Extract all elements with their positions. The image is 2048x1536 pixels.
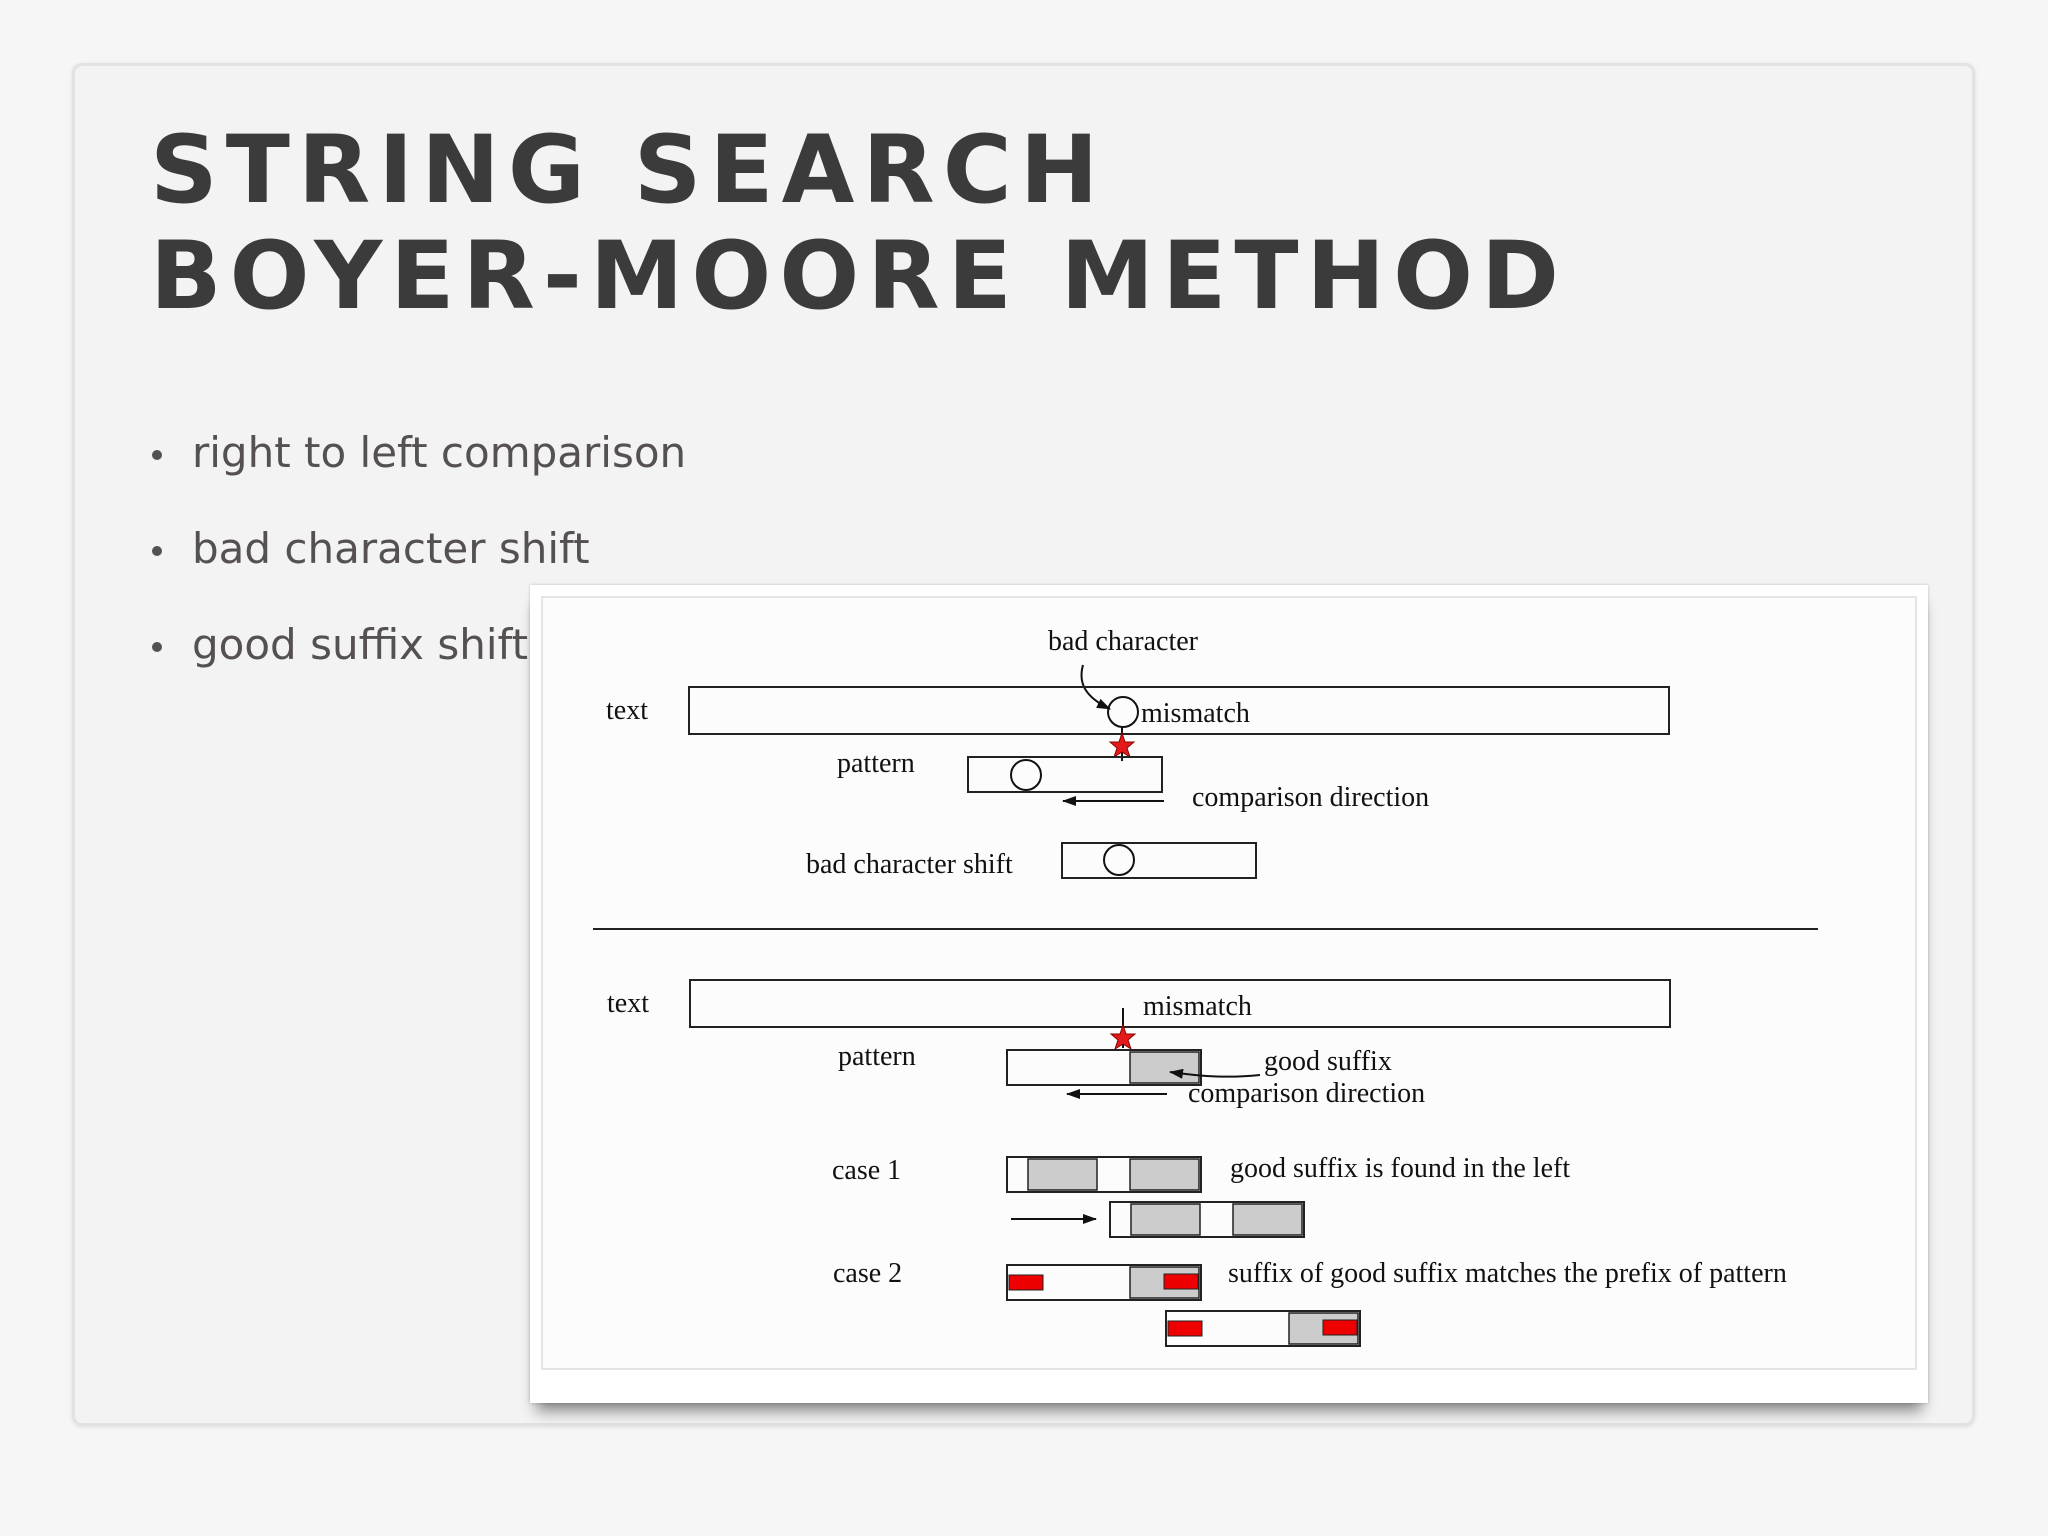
top-text-box xyxy=(688,686,1670,735)
slide-title: STRING SEARCH BOYER-MOORE METHOD xyxy=(150,118,1567,330)
diagram-svg: bad character text mismatch pattern comp… xyxy=(541,596,1917,1370)
figure-border xyxy=(541,596,1917,1370)
bad-character-shift-label: bad character shift xyxy=(806,849,1013,880)
bullet-bad-character-shift: bad character shift xyxy=(150,516,686,612)
good-suffix-block xyxy=(1129,1051,1200,1084)
bullet-list: right to left comparison bad character s… xyxy=(150,420,686,708)
top-mismatch-star-icon xyxy=(1108,731,1136,759)
case2-pattern-box xyxy=(1006,1264,1202,1301)
case1-label: case 1 xyxy=(832,1155,901,1186)
case1-shifted-right-block xyxy=(1232,1203,1303,1236)
case1-shifted-box xyxy=(1109,1201,1305,1238)
case1-left-occurrence xyxy=(1027,1158,1098,1191)
bottom-mismatch-star-icon xyxy=(1109,1023,1137,1051)
bottom-pattern-label: pattern xyxy=(838,1041,916,1072)
bottom-mismatch-label: mismatch xyxy=(1143,991,1252,1022)
case1-good-suffix xyxy=(1129,1158,1200,1191)
title-line-1: STRING SEARCH xyxy=(150,116,1107,225)
bottom-text-label: text xyxy=(607,988,649,1019)
case2-description: suffix of good suffix matches the prefix… xyxy=(1228,1258,1787,1289)
case2-shifted-suffix-part xyxy=(1322,1319,1358,1336)
shifted-pattern-box xyxy=(1061,842,1257,879)
top-comparison-direction-label: comparison direction xyxy=(1192,782,1429,813)
shifted-pattern-circle xyxy=(1103,844,1135,876)
case2-shifted-prefix xyxy=(1167,1320,1203,1337)
top-mismatch-label: mismatch xyxy=(1141,698,1250,729)
title-line-2: BOYER-MOORE METHOD xyxy=(150,222,1568,331)
boyer-moore-diagram: bad character text mismatch pattern comp… xyxy=(530,585,1928,1403)
bottom-comparison-direction-label: comparison direction xyxy=(1188,1078,1425,1109)
top-pattern-box xyxy=(967,756,1163,793)
bottom-text-box xyxy=(689,979,1671,1028)
case2-shifted-box xyxy=(1165,1310,1361,1347)
good-suffix-label: good suffix xyxy=(1264,1046,1392,1077)
top-text-label: text xyxy=(606,695,648,726)
bullet-good-suffix-shift: good suffix shift xyxy=(150,612,686,708)
bullet-right-to-left: right to left comparison xyxy=(150,420,686,516)
case2-prefix-block xyxy=(1008,1274,1044,1291)
bottom-pattern-box xyxy=(1006,1049,1202,1086)
case1-pattern-box xyxy=(1006,1156,1202,1193)
case2-label: case 2 xyxy=(833,1258,902,1289)
good-suffix-arrow xyxy=(1169,1068,1261,1079)
case2-suffix-part xyxy=(1163,1273,1199,1290)
pattern-char-circle xyxy=(1010,759,1042,791)
bad-character-label: bad character xyxy=(1048,626,1199,657)
case1-description: good suffix is found in the left xyxy=(1230,1153,1570,1184)
bad-character-arrow xyxy=(1080,664,1111,710)
case1-shifted-left-block xyxy=(1130,1203,1201,1236)
top-pattern-label: pattern xyxy=(837,748,915,779)
